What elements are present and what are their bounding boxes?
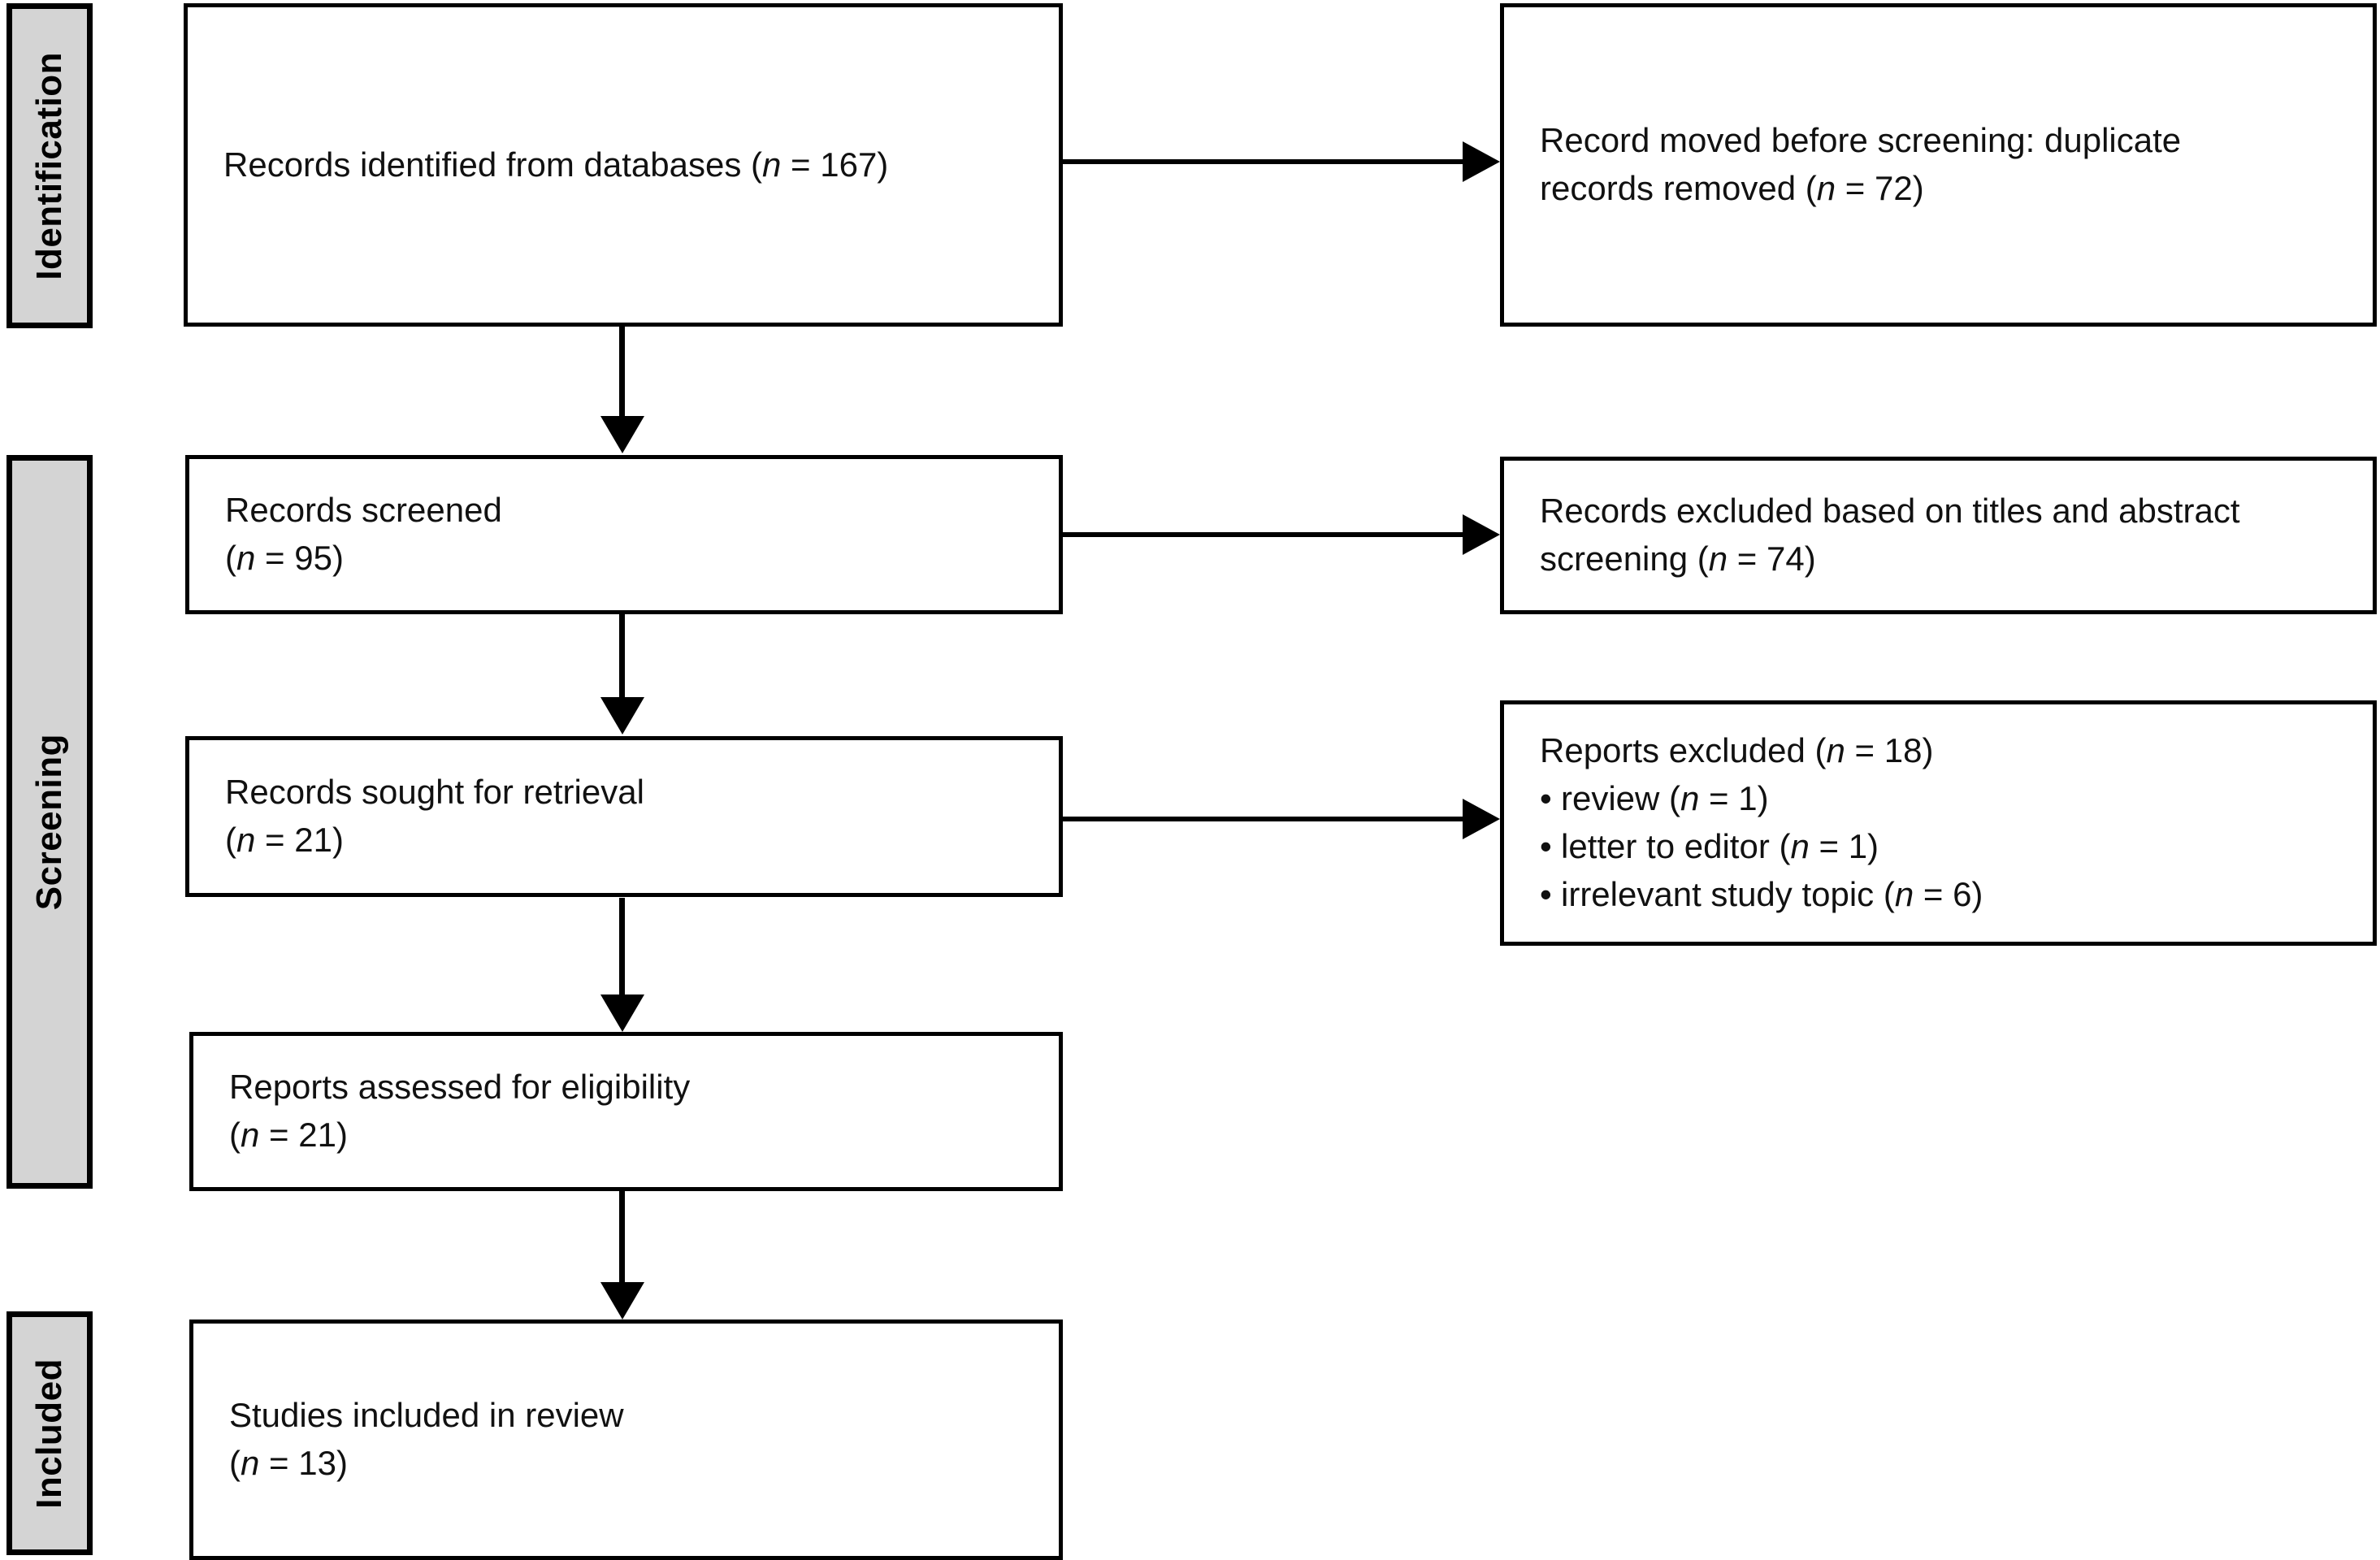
- stage-label-included: Included: [29, 1358, 69, 1509]
- n-symbol: n: [762, 145, 782, 184]
- connector-line-identified-to-screened: [619, 325, 625, 422]
- box-records-excluded-line-2: screening (n = 74): [1540, 540, 1816, 578]
- stage-band-included: Included: [7, 1311, 93, 1555]
- box-reports-assessed-count: (n = 21): [229, 1116, 348, 1154]
- box-records-screened: Records screened (n = 95): [185, 455, 1063, 614]
- bullet-icon: •: [1540, 827, 1552, 865]
- connector-arrow-sought-to-assessed: [600, 994, 644, 1032]
- connector-arrow-screened-to-excluded: [1463, 514, 1500, 555]
- box-records-excluded-titles-abstracts: Records excluded based on titles and abs…: [1500, 457, 2377, 614]
- box-records-sought-count: (n = 21): [225, 821, 344, 859]
- stage-band-identification: Identification: [7, 3, 93, 328]
- box-duplicate-records-removed: Record moved before screening: duplicate…: [1500, 3, 2377, 327]
- box-reports-excluded-bullet: •review (n = 1): [1540, 775, 2337, 823]
- connector-arrow-sought-to-reports-excluded: [1463, 799, 1500, 839]
- n-symbol: n: [1826, 731, 1845, 770]
- box-duplicates-line-2: records removed (n = 72): [1540, 169, 1924, 207]
- n-symbol: n: [1790, 827, 1810, 865]
- stage-label-screening: Screening: [29, 733, 69, 911]
- connector-line-identified-to-duplicates: [1060, 159, 1467, 164]
- n-symbol: n: [236, 821, 256, 859]
- stage-label-identification: Identification: [29, 51, 69, 280]
- box-reports-excluded-title: Reports excluded (n = 18): [1540, 731, 1934, 770]
- box-studies-included-title: Studies included in review: [229, 1396, 624, 1435]
- connector-line-screened-to-excluded: [1060, 532, 1467, 537]
- n-symbol: n: [236, 539, 256, 577]
- connector-line-screened-to-sought: [619, 613, 625, 703]
- box-reports-assessed-title: Reports assessed for eligibility: [229, 1068, 691, 1107]
- box-records-sought-title: Records sought for retrieval: [225, 773, 644, 812]
- stage-band-screening: Screening: [7, 455, 93, 1189]
- box-records-excluded-line-1: Records excluded based on titles and abs…: [1540, 492, 2240, 531]
- connector-arrow-identified-to-duplicates: [1463, 141, 1500, 182]
- box-reports-excluded-bullet: •irrelevant study topic (n = 6): [1540, 871, 2337, 919]
- n-symbol: n: [1894, 874, 1914, 913]
- n-symbol: n: [241, 1116, 260, 1154]
- n-symbol: n: [1816, 169, 1836, 207]
- box-records-identified-text: Records identified from databases (n = 1…: [223, 145, 889, 184]
- connector-line-sought-to-reports-excluded: [1060, 817, 1467, 821]
- box-records-screened-title: Records screened: [225, 491, 502, 530]
- n-symbol: n: [1680, 779, 1700, 818]
- box-reports-excluded: Reports excluded (n = 18) •review (n = 1…: [1500, 700, 2377, 946]
- bullet-icon: •: [1540, 874, 1552, 913]
- connector-arrow-identified-to-screened: [600, 416, 644, 453]
- box-studies-included-in-review: Studies included in review (n = 13): [189, 1320, 1063, 1560]
- connector-line-assessed-to-included: [619, 1190, 625, 1288]
- box-records-identified: Records identified from databases (n = 1…: [184, 3, 1063, 327]
- n-symbol: n: [241, 1444, 260, 1482]
- n-symbol: n: [1708, 540, 1728, 578]
- box-records-sought-for-retrieval: Records sought for retrieval (n = 21): [185, 736, 1063, 897]
- box-records-screened-count: (n = 95): [225, 539, 344, 577]
- box-duplicates-line-1: Record moved before screening: duplicate: [1540, 121, 2182, 160]
- connector-arrow-assessed-to-included: [600, 1282, 644, 1320]
- box-reports-assessed-for-eligibility: Reports assessed for eligibility (n = 21…: [189, 1032, 1063, 1191]
- bullet-icon: •: [1540, 779, 1552, 818]
- box-studies-included-count: (n = 13): [229, 1444, 348, 1482]
- connector-line-sought-to-assessed: [619, 898, 625, 1000]
- connector-arrow-screened-to-sought: [600, 697, 644, 734]
- box-reports-excluded-bullet: •letter to editor (n = 1): [1540, 823, 2337, 871]
